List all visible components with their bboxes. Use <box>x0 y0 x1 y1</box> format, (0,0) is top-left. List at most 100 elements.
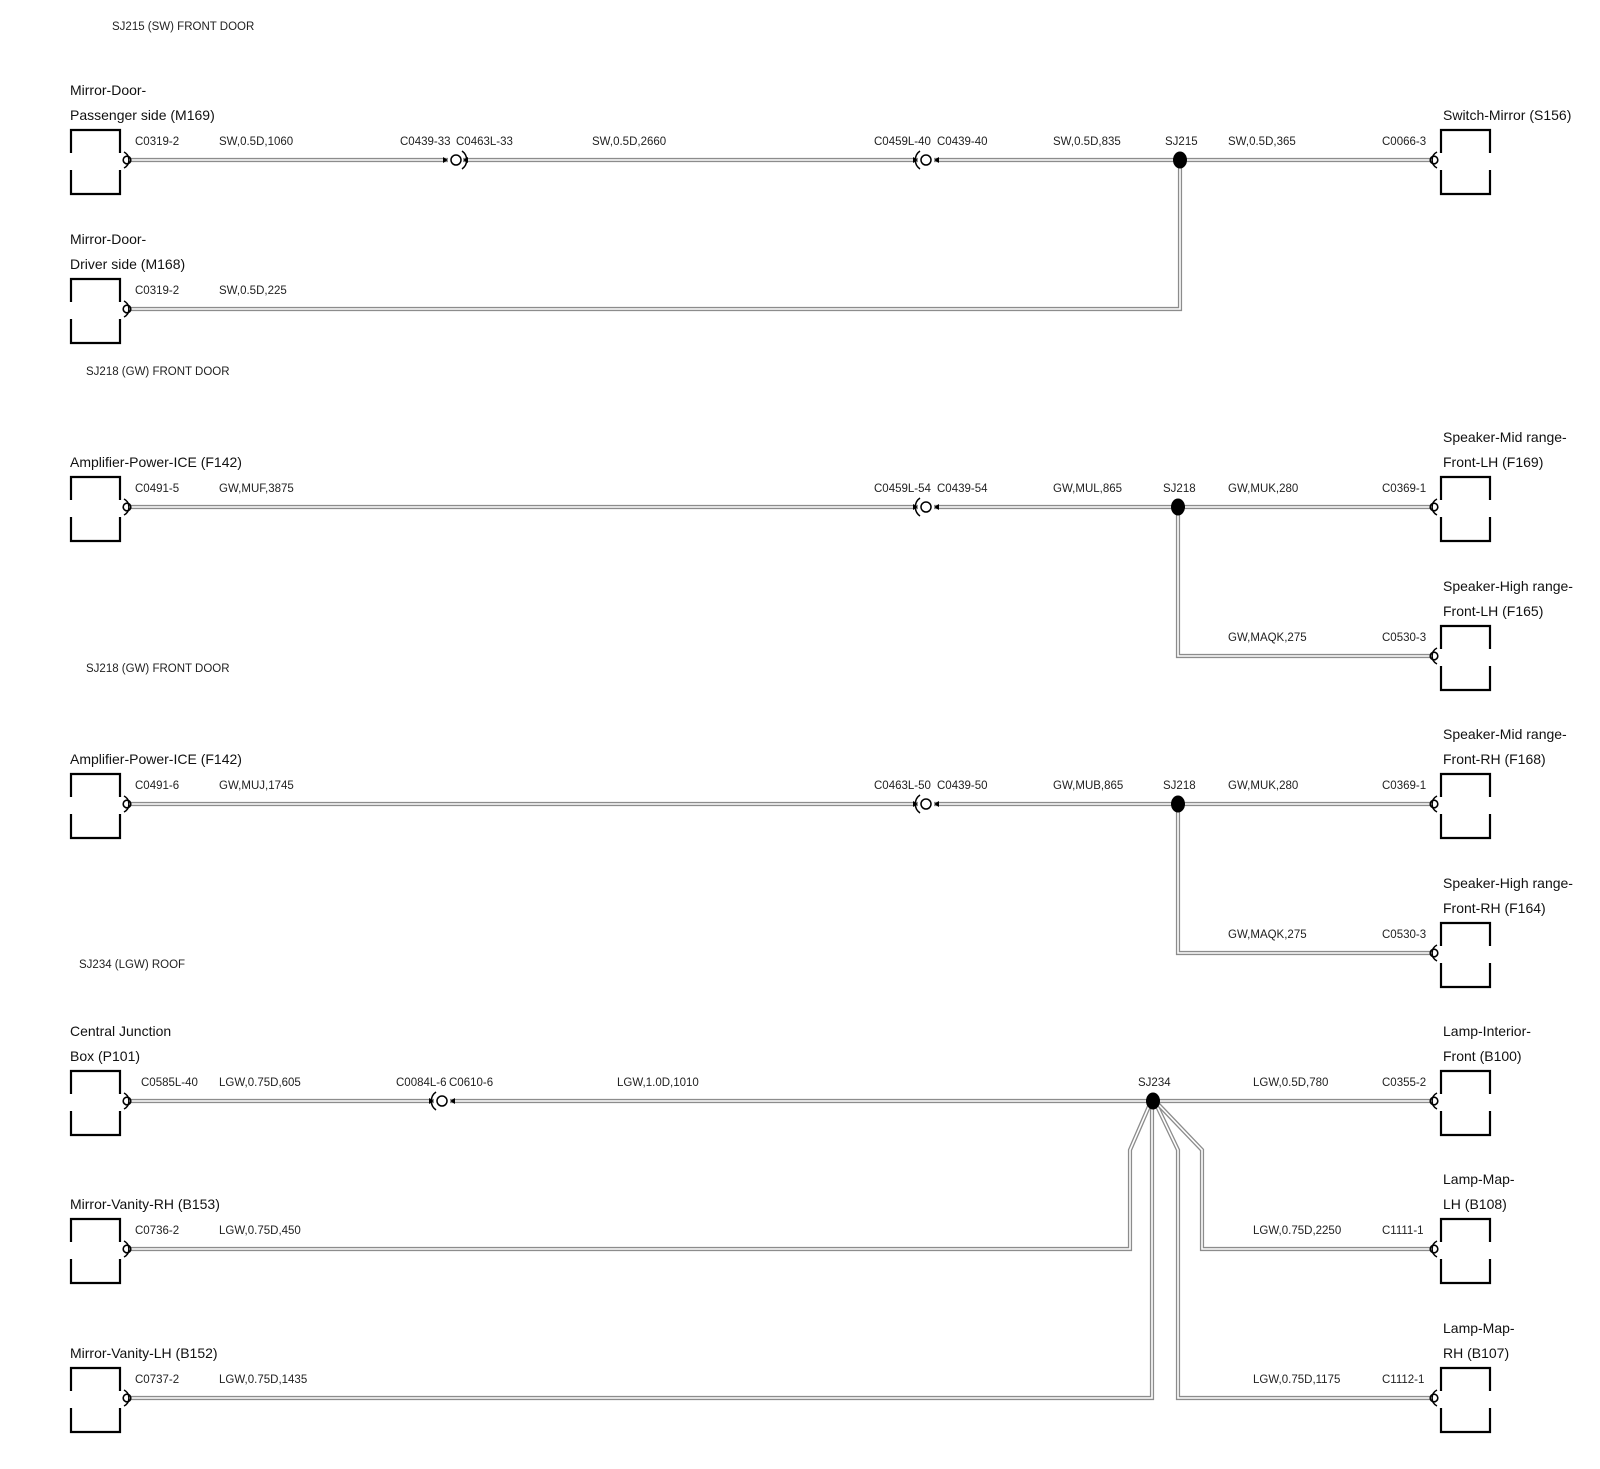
component-box <box>69 277 132 345</box>
component-box <box>1429 1217 1492 1285</box>
pin-label: C0736-2 <box>135 1225 179 1237</box>
connector-label: C0439-50 <box>937 780 988 792</box>
component-box <box>1429 921 1492 989</box>
component-label: Front (B100) <box>1443 1048 1522 1064</box>
component-label: Front-LH (F165) <box>1443 603 1543 619</box>
splice-label: SJ218 <box>1163 483 1196 495</box>
wire-label: GW,MUJ,1745 <box>219 780 294 792</box>
wire-label: GW,MUB,865 <box>1053 780 1123 792</box>
component-label: Lamp-Interior- <box>1443 1023 1531 1039</box>
component-label: Lamp-Map- <box>1443 1171 1515 1187</box>
pin-label: C0491-5 <box>135 483 179 495</box>
wire-label: GW,MAQK,275 <box>1228 929 1307 941</box>
component-box <box>69 1366 132 1434</box>
component-label: Speaker-Mid range- <box>1443 726 1567 742</box>
pin-label: C0369-1 <box>1382 780 1426 792</box>
connector-label: C0439-54 <box>937 483 988 495</box>
component-label: Front-RH (F168) <box>1443 751 1546 767</box>
wire-label: GW,MUK,280 <box>1228 780 1298 792</box>
pin-label: C0369-1 <box>1382 483 1426 495</box>
wire-label: LGW,0.75D,605 <box>219 1077 301 1089</box>
pin-label: C0319-2 <box>135 285 179 297</box>
component-box <box>1429 1366 1492 1434</box>
splice-dot <box>1171 795 1185 813</box>
connector-label: C0463L-50 <box>874 780 931 792</box>
wire-label: SW,0.5D,225 <box>219 285 287 297</box>
component-box <box>69 128 132 196</box>
wire-label: GW,MUF,3875 <box>219 483 294 495</box>
components-right <box>1429 128 1492 1434</box>
splice-dot <box>1171 498 1185 516</box>
component-box <box>69 1217 132 1285</box>
section-title: SJ218 (GW) FRONT DOOR <box>86 663 230 675</box>
pin-label: C0530-3 <box>1382 632 1426 644</box>
component-label: Lamp-Map- <box>1443 1320 1515 1336</box>
component-label: Central Junction <box>70 1023 171 1039</box>
pin-label: C1112-1 <box>1382 1374 1424 1386</box>
component-label: Box (P101) <box>70 1048 140 1064</box>
wire-label: LGW,0.75D,1435 <box>219 1374 307 1386</box>
pin-label: C0066-3 <box>1382 136 1426 148</box>
component-label: Mirror-Door- <box>70 82 147 98</box>
connector-label: C0439-40 <box>937 136 988 148</box>
component-label: Speaker-High range- <box>1443 875 1573 891</box>
pin-label: C0319-2 <box>135 136 179 148</box>
section-title: SJ215 (SW) FRONT DOOR <box>112 21 254 33</box>
pin-label: C0355-2 <box>1382 1077 1426 1089</box>
splice-label: SJ234 <box>1138 1077 1171 1089</box>
component-box <box>1429 772 1492 840</box>
wire-label: LGW,0.75D,2250 <box>1253 1225 1341 1237</box>
component-box <box>69 1069 132 1137</box>
wire-label: SW,0.5D,1060 <box>219 136 293 148</box>
splice-dot <box>1173 151 1187 169</box>
wire-label: GW,MAQK,275 <box>1228 632 1307 644</box>
pin-label: C1111-1 <box>1382 1225 1424 1237</box>
wire-label: SW,0.5D,835 <box>1053 136 1121 148</box>
section-title: SJ218 (GW) FRONT DOOR <box>86 366 230 378</box>
component-label: Speaker-Mid range- <box>1443 429 1567 445</box>
inline-connector <box>429 1091 455 1111</box>
components-left <box>69 128 132 1434</box>
connector-label: C0084L-6 <box>396 1077 447 1089</box>
pin-label: C0530-3 <box>1382 929 1426 941</box>
wire-label: LGW,0.5D,780 <box>1253 1077 1328 1089</box>
pin-label: C0585L-40 <box>141 1077 198 1089</box>
component-box <box>69 475 132 543</box>
component-box <box>1429 475 1492 543</box>
component-label: Amplifier-Power-ICE (F142) <box>70 454 242 470</box>
component-box <box>1429 128 1492 196</box>
inline-connector <box>913 794 939 814</box>
component-label: Switch-Mirror (S156) <box>1443 107 1571 123</box>
wire-label: LGW,1.0D,1010 <box>617 1077 699 1089</box>
component-label: Mirror-Vanity-RH (B153) <box>70 1196 220 1212</box>
pin-label: C0737-2 <box>135 1374 179 1386</box>
component-label: Front-LH (F169) <box>1443 454 1543 470</box>
connector-label: C0463L-33 <box>456 136 513 148</box>
component-label: LH (B108) <box>1443 1196 1507 1212</box>
connector-label: C0459L-54 <box>874 483 932 495</box>
splice-dot <box>1146 1092 1160 1110</box>
component-box <box>69 772 132 840</box>
component-label: Driver side (M168) <box>70 256 185 272</box>
splice-label: SJ215 <box>1165 136 1198 148</box>
component-label: RH (B107) <box>1443 1345 1509 1361</box>
component-box <box>1429 624 1492 692</box>
connector-label: C0610-6 <box>449 1077 493 1089</box>
wire-label: LGW,0.75D,1175 <box>1253 1374 1340 1386</box>
wire-label: SW,0.5D,2660 <box>592 136 666 148</box>
wire-label: GW,MUL,865 <box>1053 483 1122 495</box>
splice-label: SJ218 <box>1163 780 1196 792</box>
wire-label: GW,MUK,280 <box>1228 483 1298 495</box>
wire-label: SW,0.5D,365 <box>1228 136 1296 148</box>
component-label: Front-RH (F164) <box>1443 900 1546 916</box>
component-label: Speaker-High range- <box>1443 578 1573 594</box>
component-label: Amplifier-Power-ICE (F142) <box>70 751 242 767</box>
connector-label: C0459L-40 <box>874 136 931 148</box>
connector-label: C0439-33 <box>400 136 451 148</box>
section-title: SJ234 (LGW) ROOF <box>79 959 185 971</box>
wire-label: LGW,0.75D,450 <box>219 1225 301 1237</box>
inline-connector <box>913 497 939 517</box>
splice-points <box>1146 151 1187 1110</box>
inline-connectors <box>429 150 939 1111</box>
